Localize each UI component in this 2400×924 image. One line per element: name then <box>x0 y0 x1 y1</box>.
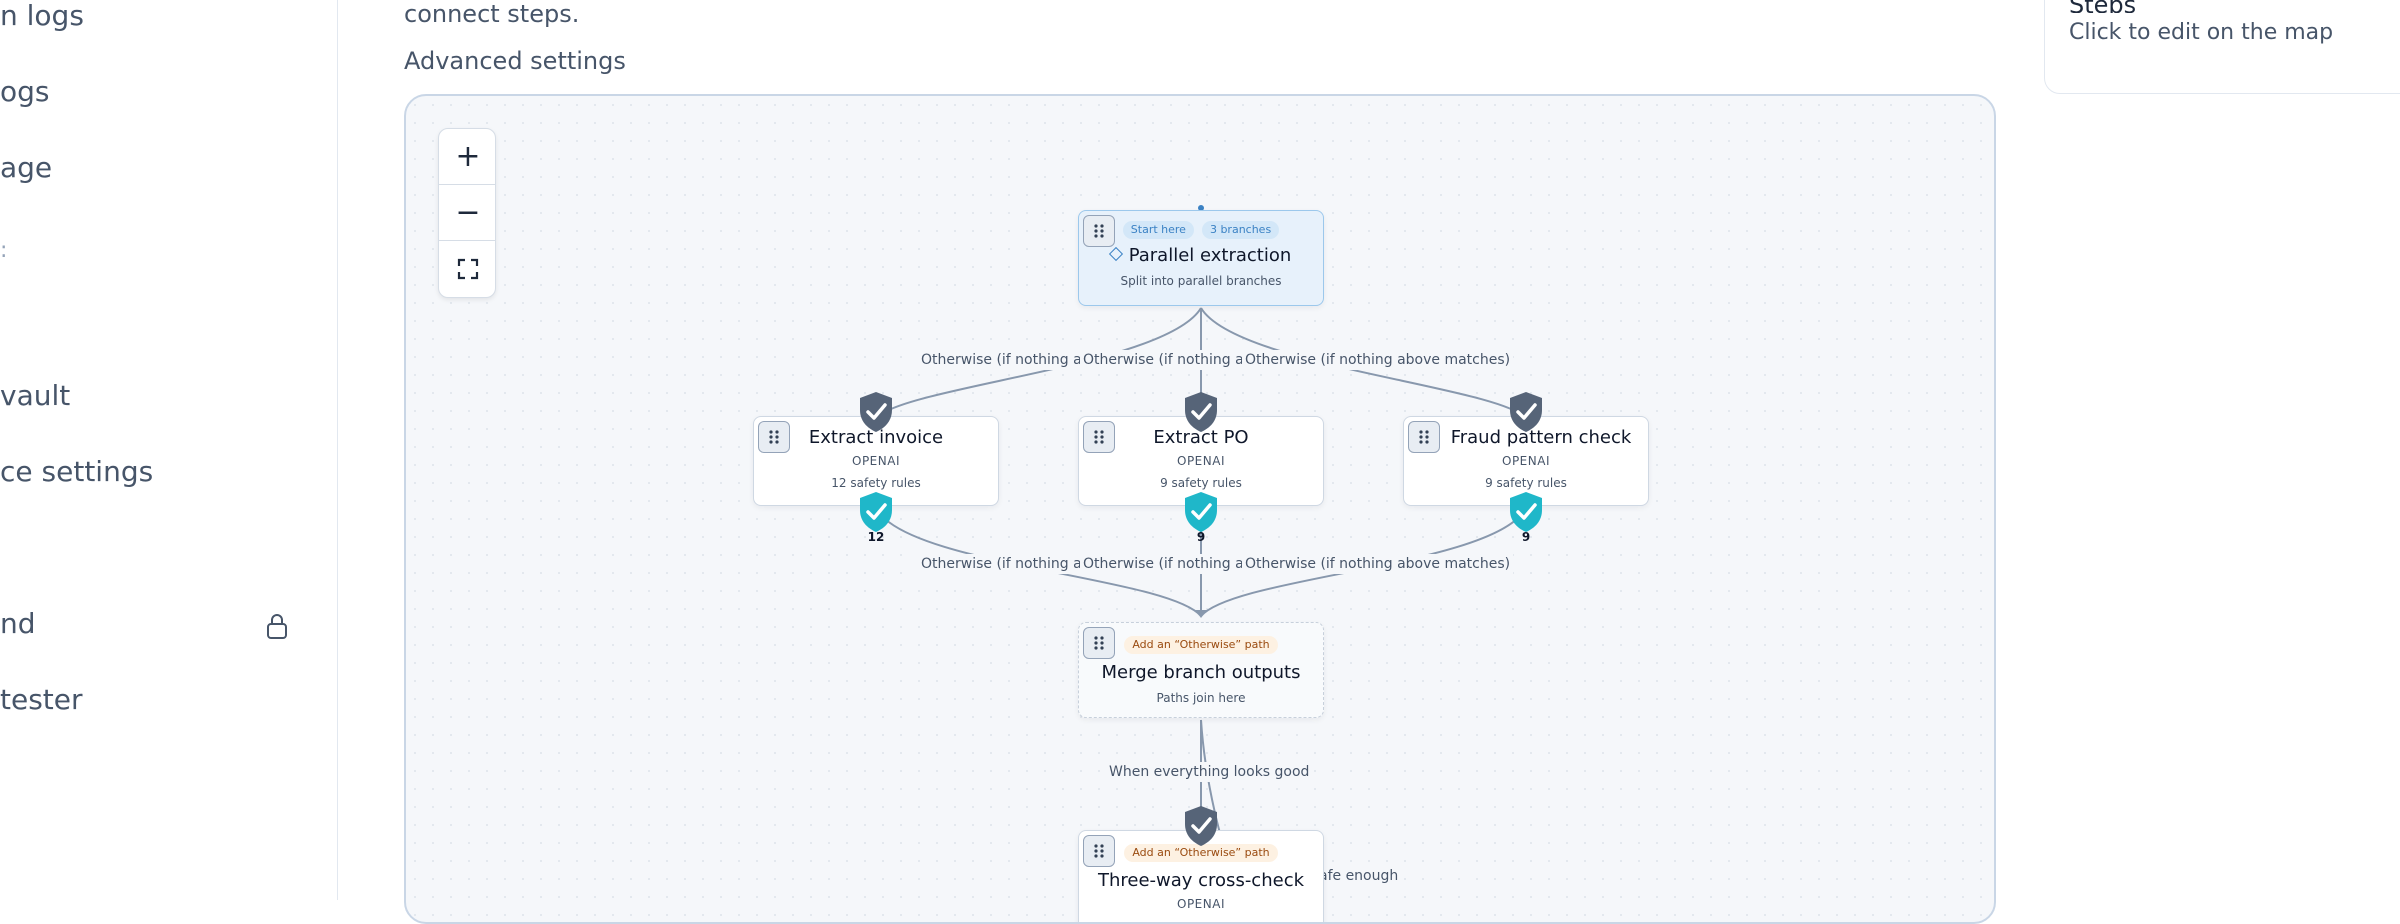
add-otherwise-chip[interactable]: Add an “Otherwise” path <box>1124 636 1278 654</box>
sidebar-item-usage[interactable]: age <box>0 151 53 184</box>
sidebar-item-vault[interactable]: vault <box>0 379 71 412</box>
fit-view-button[interactable] <box>439 241 495 297</box>
branches-chip: 3 branches <box>1201 221 1280 239</box>
safety-shield-icon[interactable] <box>856 490 896 534</box>
shield-check-icon[interactable] <box>856 390 896 434</box>
sidebar-item-workspace-settings[interactable]: ce settings <box>0 455 154 488</box>
edge-label-when-good[interactable]: When everything looks good <box>1106 762 1313 782</box>
edge-label-otherwise[interactable]: Otherwise (if nothing above matches) <box>1080 554 1242 574</box>
sidebar-item-logs[interactable]: ogs <box>0 75 50 108</box>
node-safety-rules: 12 safety rules <box>831 476 921 490</box>
sidebar-item-partial[interactable]: : <box>0 238 8 263</box>
start-handle-dot <box>1198 205 1204 211</box>
zoom-in-button[interactable]: + <box>439 129 495 185</box>
merge-arrowhead <box>1195 610 1207 618</box>
node-title-text: Parallel extraction <box>1128 245 1292 266</box>
edge-label-otherwise[interactable]: Otherwise (if nothing above matches) <box>1242 554 1514 574</box>
safety-count: 12 <box>867 530 885 544</box>
grip-icon <box>1094 224 1104 238</box>
sidebar-item-tester[interactable]: tester <box>0 683 83 716</box>
sidebar-item-playground[interactable]: nd <box>0 607 36 640</box>
grip-icon <box>1419 430 1429 444</box>
edge-label-otherwise[interactable]: Otherwise (if nothing above matches) <box>918 350 1080 370</box>
steps-panel[interactable]: Steps Click to edit on the map <box>2044 0 2400 94</box>
drag-handle[interactable] <box>758 421 790 453</box>
node-title: Extract PO <box>1153 427 1249 448</box>
grip-icon <box>1094 430 1104 444</box>
safety-count: 9 <box>1196 530 1206 544</box>
advanced-settings-label[interactable]: Advanced settings <box>404 47 626 75</box>
grip-icon <box>1094 636 1104 650</box>
sidebar: n logs ogs age : vault ce settings nd te… <box>0 0 338 900</box>
edge-label-otherwise[interactable]: Otherwise (if nothing above matches) <box>1080 350 1242 370</box>
zoom-controls: + − <box>438 128 496 298</box>
shield-check-icon[interactable] <box>1506 390 1546 434</box>
node-title: Fraud pattern check <box>1450 427 1632 448</box>
edge-start-fraud <box>1200 307 1527 419</box>
node-title: Parallel extraction <box>1079 245 1323 267</box>
intro-text: connect steps. <box>404 0 580 28</box>
node-chips: Add an “Otherwise” path <box>1079 831 1323 862</box>
safety-shield-icon[interactable] <box>1181 490 1221 534</box>
node-safety-rules: 9 safety rules <box>1485 476 1567 490</box>
node-chips: Start here 3 branches <box>1079 211 1323 239</box>
zoom-out-button[interactable]: − <box>439 185 495 241</box>
edge-label-otherwise[interactable]: Otherwise (if nothing above matches) <box>918 554 1080 574</box>
node-title: Merge branch outputs <box>1101 662 1301 683</box>
panel-title: Steps <box>2069 0 2136 13</box>
panel-subtitle: Click to edit on the map <box>2069 20 2334 45</box>
shield-check-icon[interactable] <box>1181 804 1221 848</box>
drag-handle[interactable] <box>1408 421 1440 453</box>
node-provider: OPENAI <box>852 454 900 468</box>
shield-check-icon[interactable] <box>1181 390 1221 434</box>
node-title: Extract invoice <box>808 427 944 448</box>
safety-count: 9 <box>1521 530 1531 544</box>
node-provider: OPENAI <box>1502 454 1550 468</box>
diamond-icon <box>1108 246 1123 262</box>
add-otherwise-chip[interactable]: Add an “Otherwise” path <box>1124 844 1278 862</box>
grip-icon <box>1094 844 1104 858</box>
node-provider: OPENAI <box>1177 454 1225 468</box>
drag-handle[interactable] <box>1083 627 1115 659</box>
drag-handle[interactable] <box>1083 835 1115 867</box>
node-provider: OPENAI <box>1177 897 1225 911</box>
node-title: Three-way cross-check <box>1097 870 1305 891</box>
drag-handle[interactable] <box>1083 421 1115 453</box>
start-here-chip: Start here <box>1122 221 1194 239</box>
node-safety-rules: 9 safety rules <box>1160 476 1242 490</box>
edge-label-safe-enough[interactable]: afe enough <box>1316 866 1402 886</box>
node-subtitle: Split into parallel branches <box>1120 274 1282 288</box>
edge-label-otherwise[interactable]: Otherwise (if nothing above matches) <box>1242 350 1514 370</box>
node-parallel-extraction[interactable]: Start here 3 branches Parallel extractio… <box>1078 210 1324 306</box>
fit-view-icon <box>457 258 479 280</box>
edge-start-invoice <box>875 307 1202 419</box>
flow-canvas[interactable]: + − Otherwise (if nothing above matches)… <box>404 94 1996 924</box>
grip-icon <box>769 430 779 444</box>
lock-icon <box>267 614 287 639</box>
safety-shield-icon[interactable] <box>1506 490 1546 534</box>
sidebar-item-run-logs[interactable]: n logs <box>0 0 84 32</box>
node-merge-branch-outputs[interactable]: Add an “Otherwise” path Merge branch out… <box>1078 622 1324 718</box>
node-chips: Add an “Otherwise” path <box>1079 623 1323 654</box>
drag-handle[interactable] <box>1083 215 1115 247</box>
node-subtitle: Paths join here <box>1156 691 1246 705</box>
